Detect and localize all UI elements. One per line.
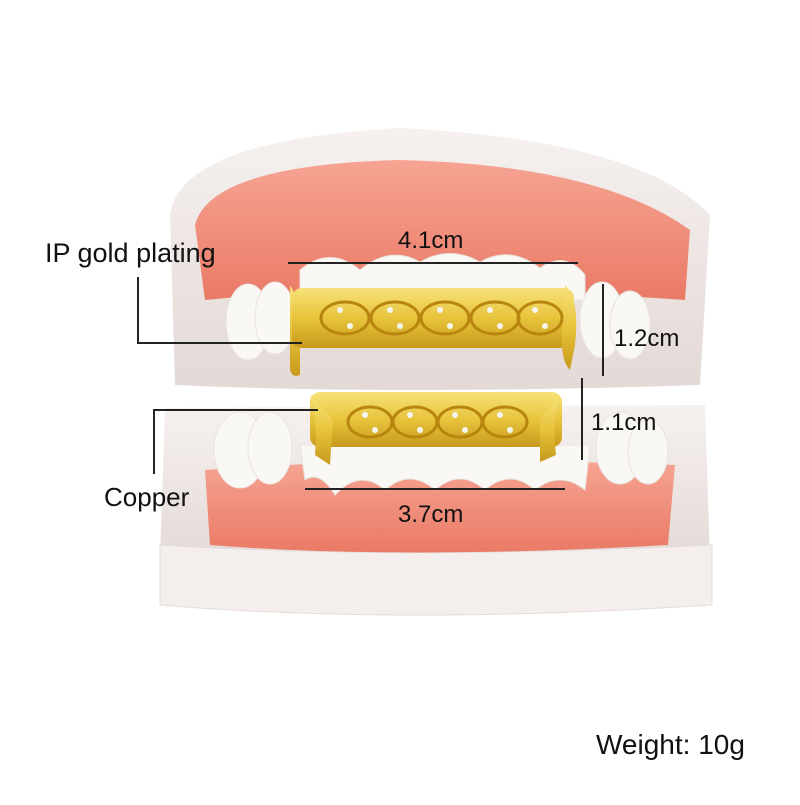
- bottom-material-leader-vertical: [153, 409, 155, 474]
- top-height-label: 1.2cm: [614, 325, 680, 352]
- material-top-label: IP gold plating: [45, 238, 216, 268]
- lower-model: [159, 405, 713, 616]
- bottom-material-leader-horizontal: [153, 409, 318, 411]
- weight-label: Weight: 10g: [596, 729, 745, 760]
- bottom-width-line: [305, 488, 565, 490]
- bottom-width-label: 3.7cm: [398, 501, 464, 528]
- top-material-leader-vertical: [137, 277, 139, 343]
- top-material-leader-horizontal: [137, 342, 302, 344]
- top-height-line: [602, 284, 604, 376]
- upper-gold-grill: [290, 285, 577, 376]
- top-width-label: 4.1cm: [398, 227, 464, 254]
- bottom-height-line: [581, 378, 583, 460]
- bottom-height-label: 1.1cm: [591, 409, 657, 436]
- top-width-line: [288, 262, 578, 264]
- lower-gold-grill: [310, 392, 562, 465]
- material-bottom-label: Copper: [104, 482, 190, 512]
